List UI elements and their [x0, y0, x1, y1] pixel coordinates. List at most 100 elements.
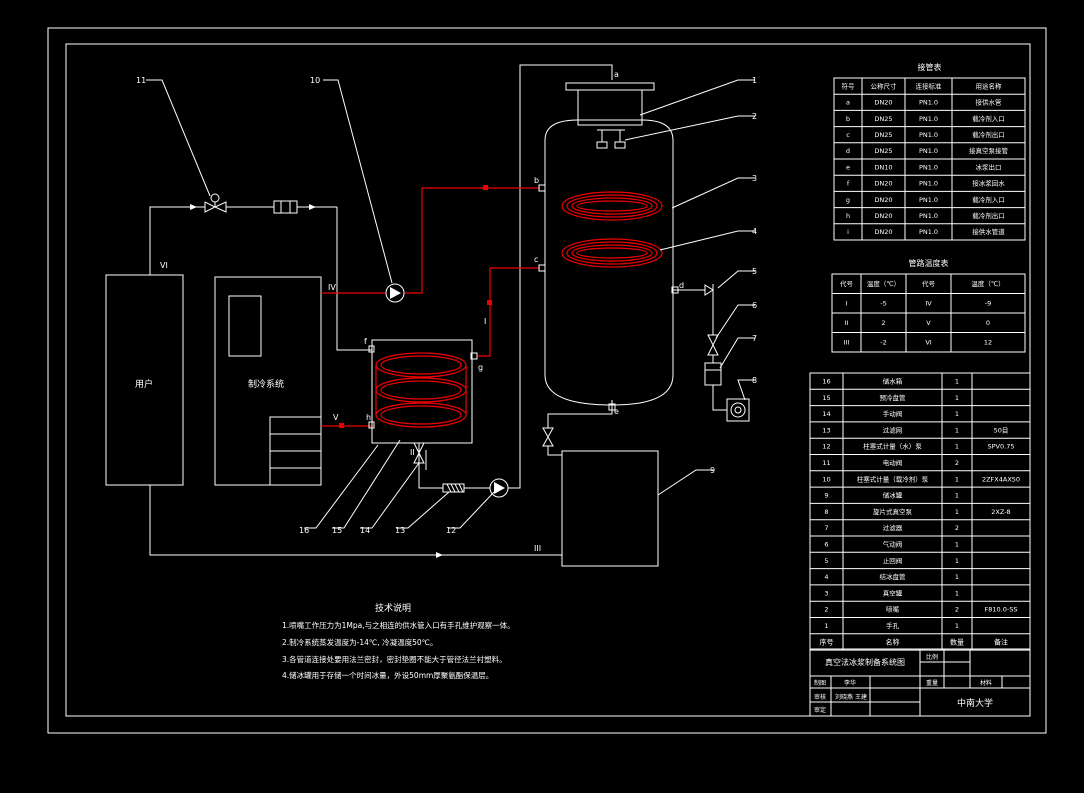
port-c-label: c — [534, 255, 538, 264]
table-cell: 冰浆出口 — [976, 162, 1002, 171]
table-cell: DN20 — [874, 180, 892, 188]
chiller-panel — [228, 295, 262, 357]
table-cell: SPV0.75 — [988, 443, 1015, 451]
table-cell: 储冰罐 — [883, 491, 903, 500]
table-cell: 止回阀 — [883, 556, 903, 565]
table-cell: a — [846, 99, 850, 107]
port-c-flange — [538, 264, 546, 272]
white-pipes — [149, 64, 727, 556]
table-header-cell: 温度（℃） — [867, 279, 900, 288]
table-cell: 2XZ-8 — [991, 508, 1010, 516]
table-cell: 接真空泵接管 — [969, 146, 1009, 155]
table-header-cell: 名称 — [886, 637, 900, 646]
table-cell: -9 — [985, 300, 991, 308]
table-cell: 载冷剂出口 — [972, 211, 1005, 220]
table-cell: DN25 — [874, 115, 892, 123]
table-cell: DN25 — [874, 147, 892, 155]
precool-coil — [375, 352, 467, 428]
table-cell: PN1.0 — [919, 212, 938, 220]
callout-3: 3 — [752, 174, 757, 183]
motorized-valve — [204, 193, 227, 213]
note-line: 1.喷嘴工作压力为1Mpa,与之相连的供水管入口有手孔维护观察一体。 — [282, 620, 515, 630]
flow-arrow — [436, 552, 443, 558]
table-cell: 13 — [822, 426, 830, 434]
table-cell: 电动阀 — [883, 458, 903, 467]
port-f-flange — [368, 345, 375, 353]
table-cell: g — [846, 196, 850, 204]
table-cell: 5 — [824, 557, 828, 565]
table-cell: 喷嘴 — [886, 605, 900, 614]
table-cell: -2 — [880, 339, 886, 347]
check-label: 审核 — [814, 693, 826, 701]
port-labels: a b c d e f g h VI IV V I II III — [160, 70, 684, 553]
nozzle-table-title: 接管表 — [918, 62, 942, 72]
callout-7: 7 — [752, 334, 757, 343]
red-pipes — [321, 187, 540, 427]
metering-pump-12 — [489, 478, 509, 498]
table-cell: 6 — [824, 540, 828, 548]
table-header-cell: 备注 — [994, 637, 1008, 646]
designer-name: 李华 — [844, 679, 856, 687]
table-cell: 7 — [824, 524, 828, 532]
pneumatic-valve-6 — [707, 334, 719, 356]
table-cell: I — [846, 300, 848, 308]
table-cell: 14 — [822, 410, 830, 418]
line-iv-label: IV — [328, 283, 336, 292]
port-b-label: b — [534, 176, 539, 185]
table-cell: e — [846, 163, 850, 171]
vacuum-tank — [544, 82, 674, 406]
table-cell: 1 — [955, 443, 959, 451]
filter-element — [273, 200, 298, 214]
table-cell: 接冰浆回水 — [972, 179, 1005, 188]
table-cell: 3 — [824, 589, 828, 597]
note-line: 3.各管道连接处要用法兰密封，密封垫圈不能大于管径法兰衬塑料。 — [282, 654, 507, 664]
chiller-drawers — [269, 416, 322, 486]
table-cell: 50目 — [994, 426, 1009, 434]
callout-1: 1 — [752, 76, 757, 85]
notes-title: 技术说明 — [375, 602, 411, 614]
school-name: 中南大学 — [957, 697, 993, 709]
callout-11: 11 — [136, 76, 146, 85]
port-a-label: a — [614, 70, 619, 79]
port-d-flange — [671, 286, 679, 294]
table-cell: 1 — [955, 589, 959, 597]
port-e-label: e — [614, 407, 619, 416]
temp-table-title: 管路温度表 — [909, 258, 949, 268]
table-cell: b — [846, 115, 850, 123]
port-g-flange — [470, 352, 478, 360]
note-line: 4.储冰罐用于存储一个时间冰量，外设50mm厚聚氨酯保温层。 — [282, 670, 493, 680]
table-cell: 1 — [955, 377, 959, 385]
callout-15: 15 — [332, 526, 342, 535]
callout-numbers: 1 2 3 4 5 6 7 8 9 10 11 12 13 14 15 16 — [136, 76, 757, 535]
table-header-cell: 公称尺寸 — [871, 81, 898, 90]
ice-storage-tank — [561, 450, 659, 567]
table-cell: 过滤网 — [883, 425, 903, 434]
table-cell: DN25 — [874, 131, 892, 139]
callout-12: 12 — [446, 526, 456, 535]
table-cell: 1 — [955, 492, 959, 500]
table-cell: 载冷剂入口 — [972, 114, 1005, 123]
chiller-box — [214, 276, 322, 486]
checker-name: 刘晓燕 王建 — [835, 693, 867, 701]
table-cell: PN1.0 — [919, 131, 938, 139]
ratio-label: 比例 — [926, 653, 938, 661]
line-iii-label: III — [534, 544, 541, 553]
table-cell: 手动阀 — [883, 409, 903, 418]
table-header-cell: 符号 — [842, 81, 856, 90]
table-cell: 12 — [984, 339, 992, 347]
table-cell: 1 — [955, 475, 959, 483]
table-cell: 1 — [955, 540, 959, 548]
callout-5: 5 — [752, 267, 757, 276]
port-g-label: g — [478, 363, 483, 372]
port-b-flange — [538, 184, 546, 192]
table-cell: DN20 — [874, 99, 892, 107]
strainer-mesh — [446, 483, 464, 493]
table-cell: PN1.0 — [919, 147, 938, 155]
table-cell: 16 — [822, 377, 830, 385]
table-cell: 15 — [822, 394, 830, 402]
callout-16: 16 — [299, 526, 309, 535]
table-cell: 旋片式真空泵 — [873, 507, 913, 516]
